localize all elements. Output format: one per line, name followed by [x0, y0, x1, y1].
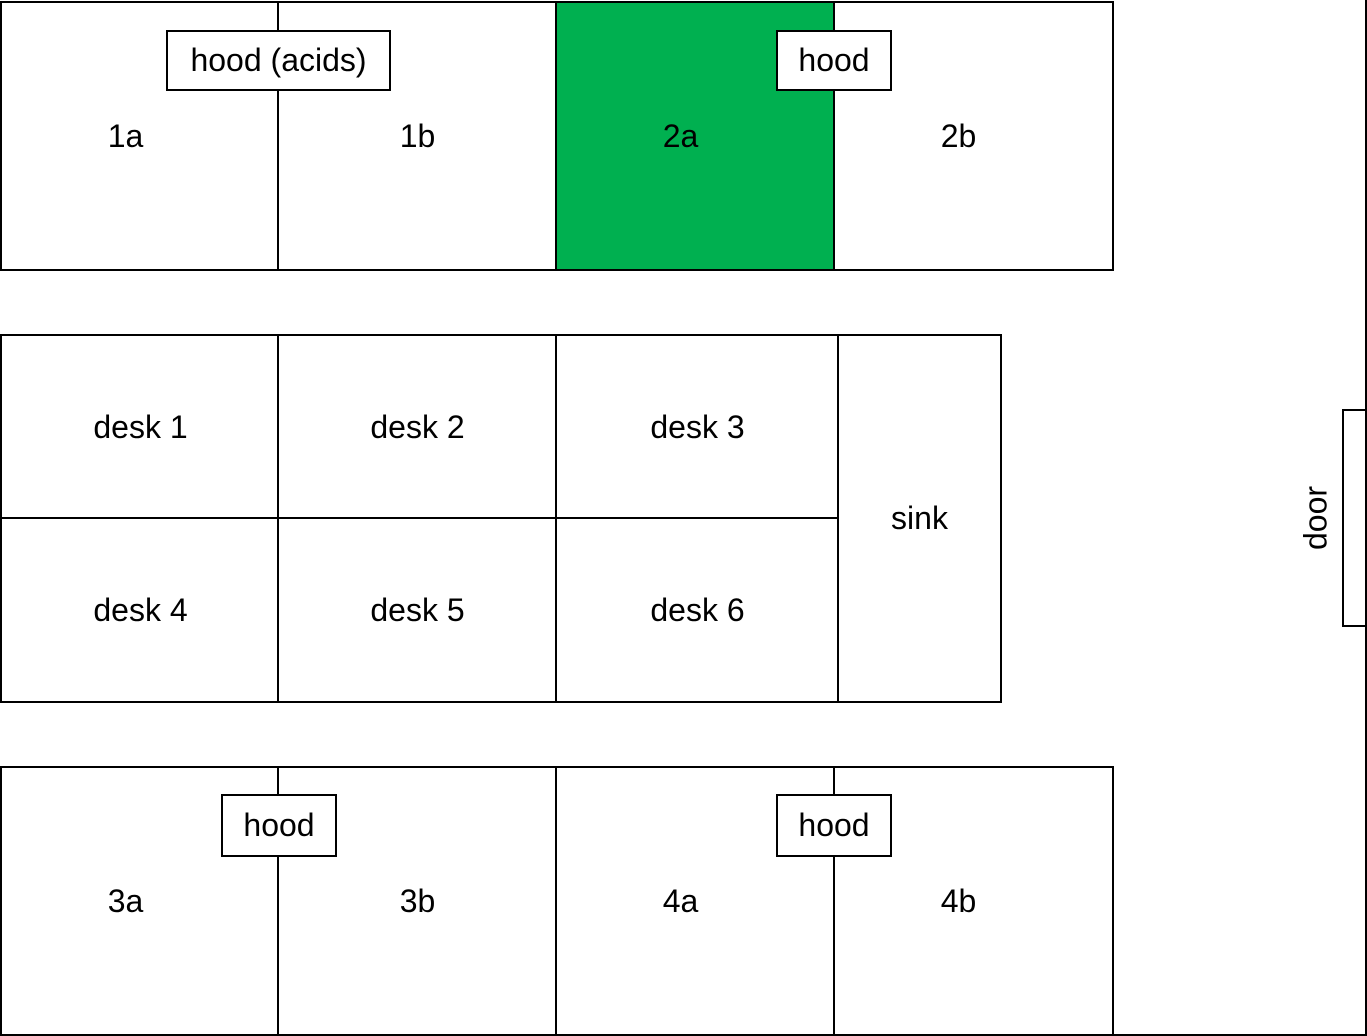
hood-label: hood — [798, 807, 870, 843]
bench-label: 1b — [399, 117, 436, 154]
door[interactable] — [1342, 409, 1367, 627]
desk-label: desk 3 — [650, 408, 745, 445]
hood-bottom-right[interactable]: hood — [776, 794, 892, 857]
bench-label: 4b — [940, 882, 977, 919]
bench-label: 2b — [940, 117, 977, 154]
hood-label: hood — [243, 807, 315, 843]
bench-1a[interactable]: 1a — [0, 1, 281, 271]
desk-4[interactable]: desk 4 — [0, 517, 281, 703]
bench-label: 1a — [107, 117, 144, 154]
desk-label: desk 1 — [93, 408, 188, 445]
bench-label: 4a — [662, 882, 699, 919]
desk-label: desk 5 — [370, 591, 465, 628]
desk-label: desk 4 — [93, 591, 188, 628]
sink-label: sink — [891, 500, 948, 536]
hood-top-right[interactable]: hood — [776, 30, 892, 91]
sink[interactable]: sink — [837, 334, 1002, 703]
bench-label: 3a — [107, 882, 144, 919]
bench-1b[interactable]: 1b — [277, 1, 558, 271]
bench-label: 2a — [662, 117, 699, 154]
desk-label: desk 6 — [650, 591, 745, 628]
hood-acids[interactable]: hood (acids) — [166, 30, 391, 91]
desk-6[interactable]: desk 6 — [555, 517, 840, 703]
bench-label: 3b — [399, 882, 436, 919]
desk-3[interactable]: desk 3 — [555, 334, 840, 520]
hood-bottom-left[interactable]: hood — [221, 794, 337, 857]
desk-2[interactable]: desk 2 — [277, 334, 558, 520]
door-label: door — [1297, 485, 1334, 551]
hood-label: hood (acids) — [190, 42, 367, 78]
desk-5[interactable]: desk 5 — [277, 517, 558, 703]
desk-label: desk 2 — [370, 408, 465, 445]
desk-1[interactable]: desk 1 — [0, 334, 281, 520]
hood-label: hood — [798, 42, 870, 78]
